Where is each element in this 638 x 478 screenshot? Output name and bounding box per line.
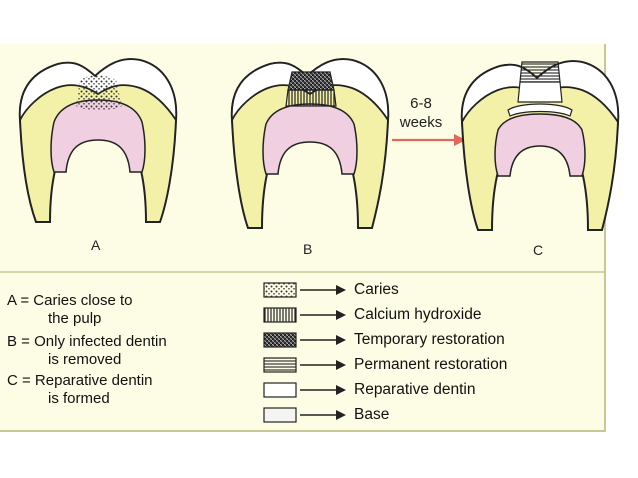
tooth-b-calcium-hydroxide (285, 89, 337, 107)
tooth-b-temporary-restoration (287, 71, 335, 91)
tooth-a-caries (76, 75, 122, 111)
tooth-c-reparative-dentin (507, 103, 573, 117)
legend-label-permanent-restoration: Permanent restoration (354, 356, 508, 373)
legend-swatch-temporary-restoration (263, 332, 297, 348)
legend-label-reparative-dentin: Reparative dentin (354, 381, 476, 398)
arrow-label: 6-8 weeks (392, 94, 450, 132)
legend-symbols (263, 282, 346, 423)
legend-label-base: Base (354, 406, 390, 423)
legend-label-calcium-hydroxide: Calcium hydroxide (354, 306, 482, 323)
tooth-c-pulp (494, 113, 586, 177)
arrow-6-8-weeks (392, 134, 466, 146)
tooth-c-permanent-restoration (519, 61, 561, 83)
legend-swatch-calcium-hydroxide (263, 307, 297, 323)
desc-c-line2: is formed (48, 390, 110, 407)
tooth-a (18, 58, 178, 223)
arrow-label-line1: 6-8 (410, 95, 432, 112)
desc-b-line2: is removed (48, 351, 122, 368)
tooth-label-a: A (91, 237, 101, 253)
desc-a-line2: the pulp (48, 310, 102, 327)
desc-b-line1: B = Only infected dentin (7, 333, 167, 350)
tooth-b-pulp (262, 103, 358, 175)
tooth-c-base (517, 81, 563, 103)
legend-swatch-reparative-dentin (263, 382, 297, 398)
arrow-label-line2: weeks (399, 114, 443, 131)
tooth-a-pulp (50, 99, 146, 173)
desc-c-line1: C = Reparative dentin (7, 372, 153, 389)
tooth-label-b: B (303, 241, 313, 257)
tooth-c (460, 60, 620, 231)
legend-swatch-permanent-restoration (263, 357, 297, 373)
legend-label-temporary-restoration: Temporary restoration (354, 331, 505, 348)
legend-swatch-caries (263, 282, 297, 298)
legend-swatch-base (263, 407, 297, 423)
legend-label-caries: Caries (354, 281, 399, 298)
tooth-b (230, 58, 390, 229)
tooth-label-c: C (533, 242, 544, 258)
desc-a-line1: A = Caries close to (7, 292, 133, 309)
